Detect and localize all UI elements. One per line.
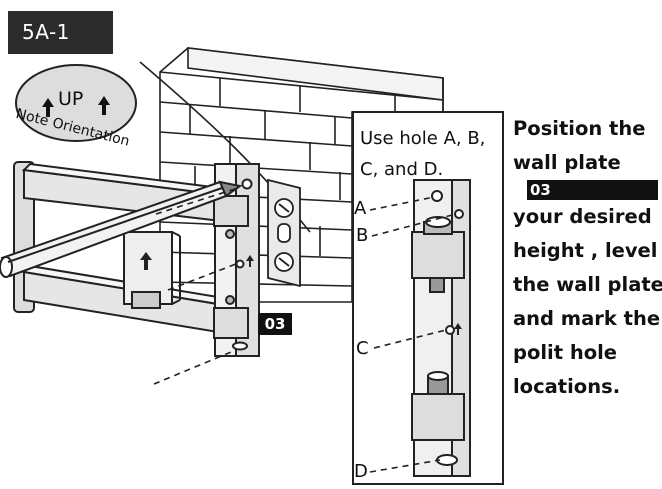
detail-dashed-lines xyxy=(369,196,457,473)
hole-label-b: B xyxy=(356,225,369,246)
instruction-line-1: Position the xyxy=(513,117,646,140)
up-arrow-icon-2 xyxy=(98,96,110,115)
plate-up-arrow-icon xyxy=(246,255,254,267)
hole-label-d: D xyxy=(354,461,368,482)
instruction-line-2-text: wall plate xyxy=(513,151,621,174)
orientation-badge xyxy=(15,64,137,142)
step-label: 5A-1 xyxy=(8,11,113,54)
instruction-line-5: the wall plate xyxy=(513,273,662,296)
detail-wall-plate xyxy=(411,179,471,477)
instruction-line-8: locations. xyxy=(513,375,621,398)
instruction-line-3: your desired xyxy=(513,205,652,228)
hole-callout: Use hole A, B, C, and D. xyxy=(360,123,500,185)
callout-line-2: C, and D. xyxy=(360,159,444,180)
bubble-level-icon xyxy=(267,178,301,288)
orientation-up-text: UP xyxy=(58,88,84,110)
callout-line-1: Use hole A, B, xyxy=(360,128,486,149)
instruction-line-6: and mark the xyxy=(513,307,661,330)
detail-up-arrow-icon xyxy=(454,323,462,335)
instruction-line-2: wall plate 03 xyxy=(513,146,658,200)
up-arrow-icon xyxy=(42,98,54,117)
instruction-part-tag: 03 xyxy=(527,180,658,200)
main-dashed-lines xyxy=(153,187,239,385)
instruction-line-4: height , level xyxy=(513,239,658,262)
pencil-icon xyxy=(0,180,243,278)
hole-label-a: A xyxy=(354,198,367,219)
part-number-tag: 03 xyxy=(258,313,292,335)
instruction-line-7: polit hole xyxy=(513,341,618,364)
instruction-text: Position the wall plate 03 your desired h… xyxy=(513,112,662,404)
hole-label-c: C xyxy=(356,338,369,359)
